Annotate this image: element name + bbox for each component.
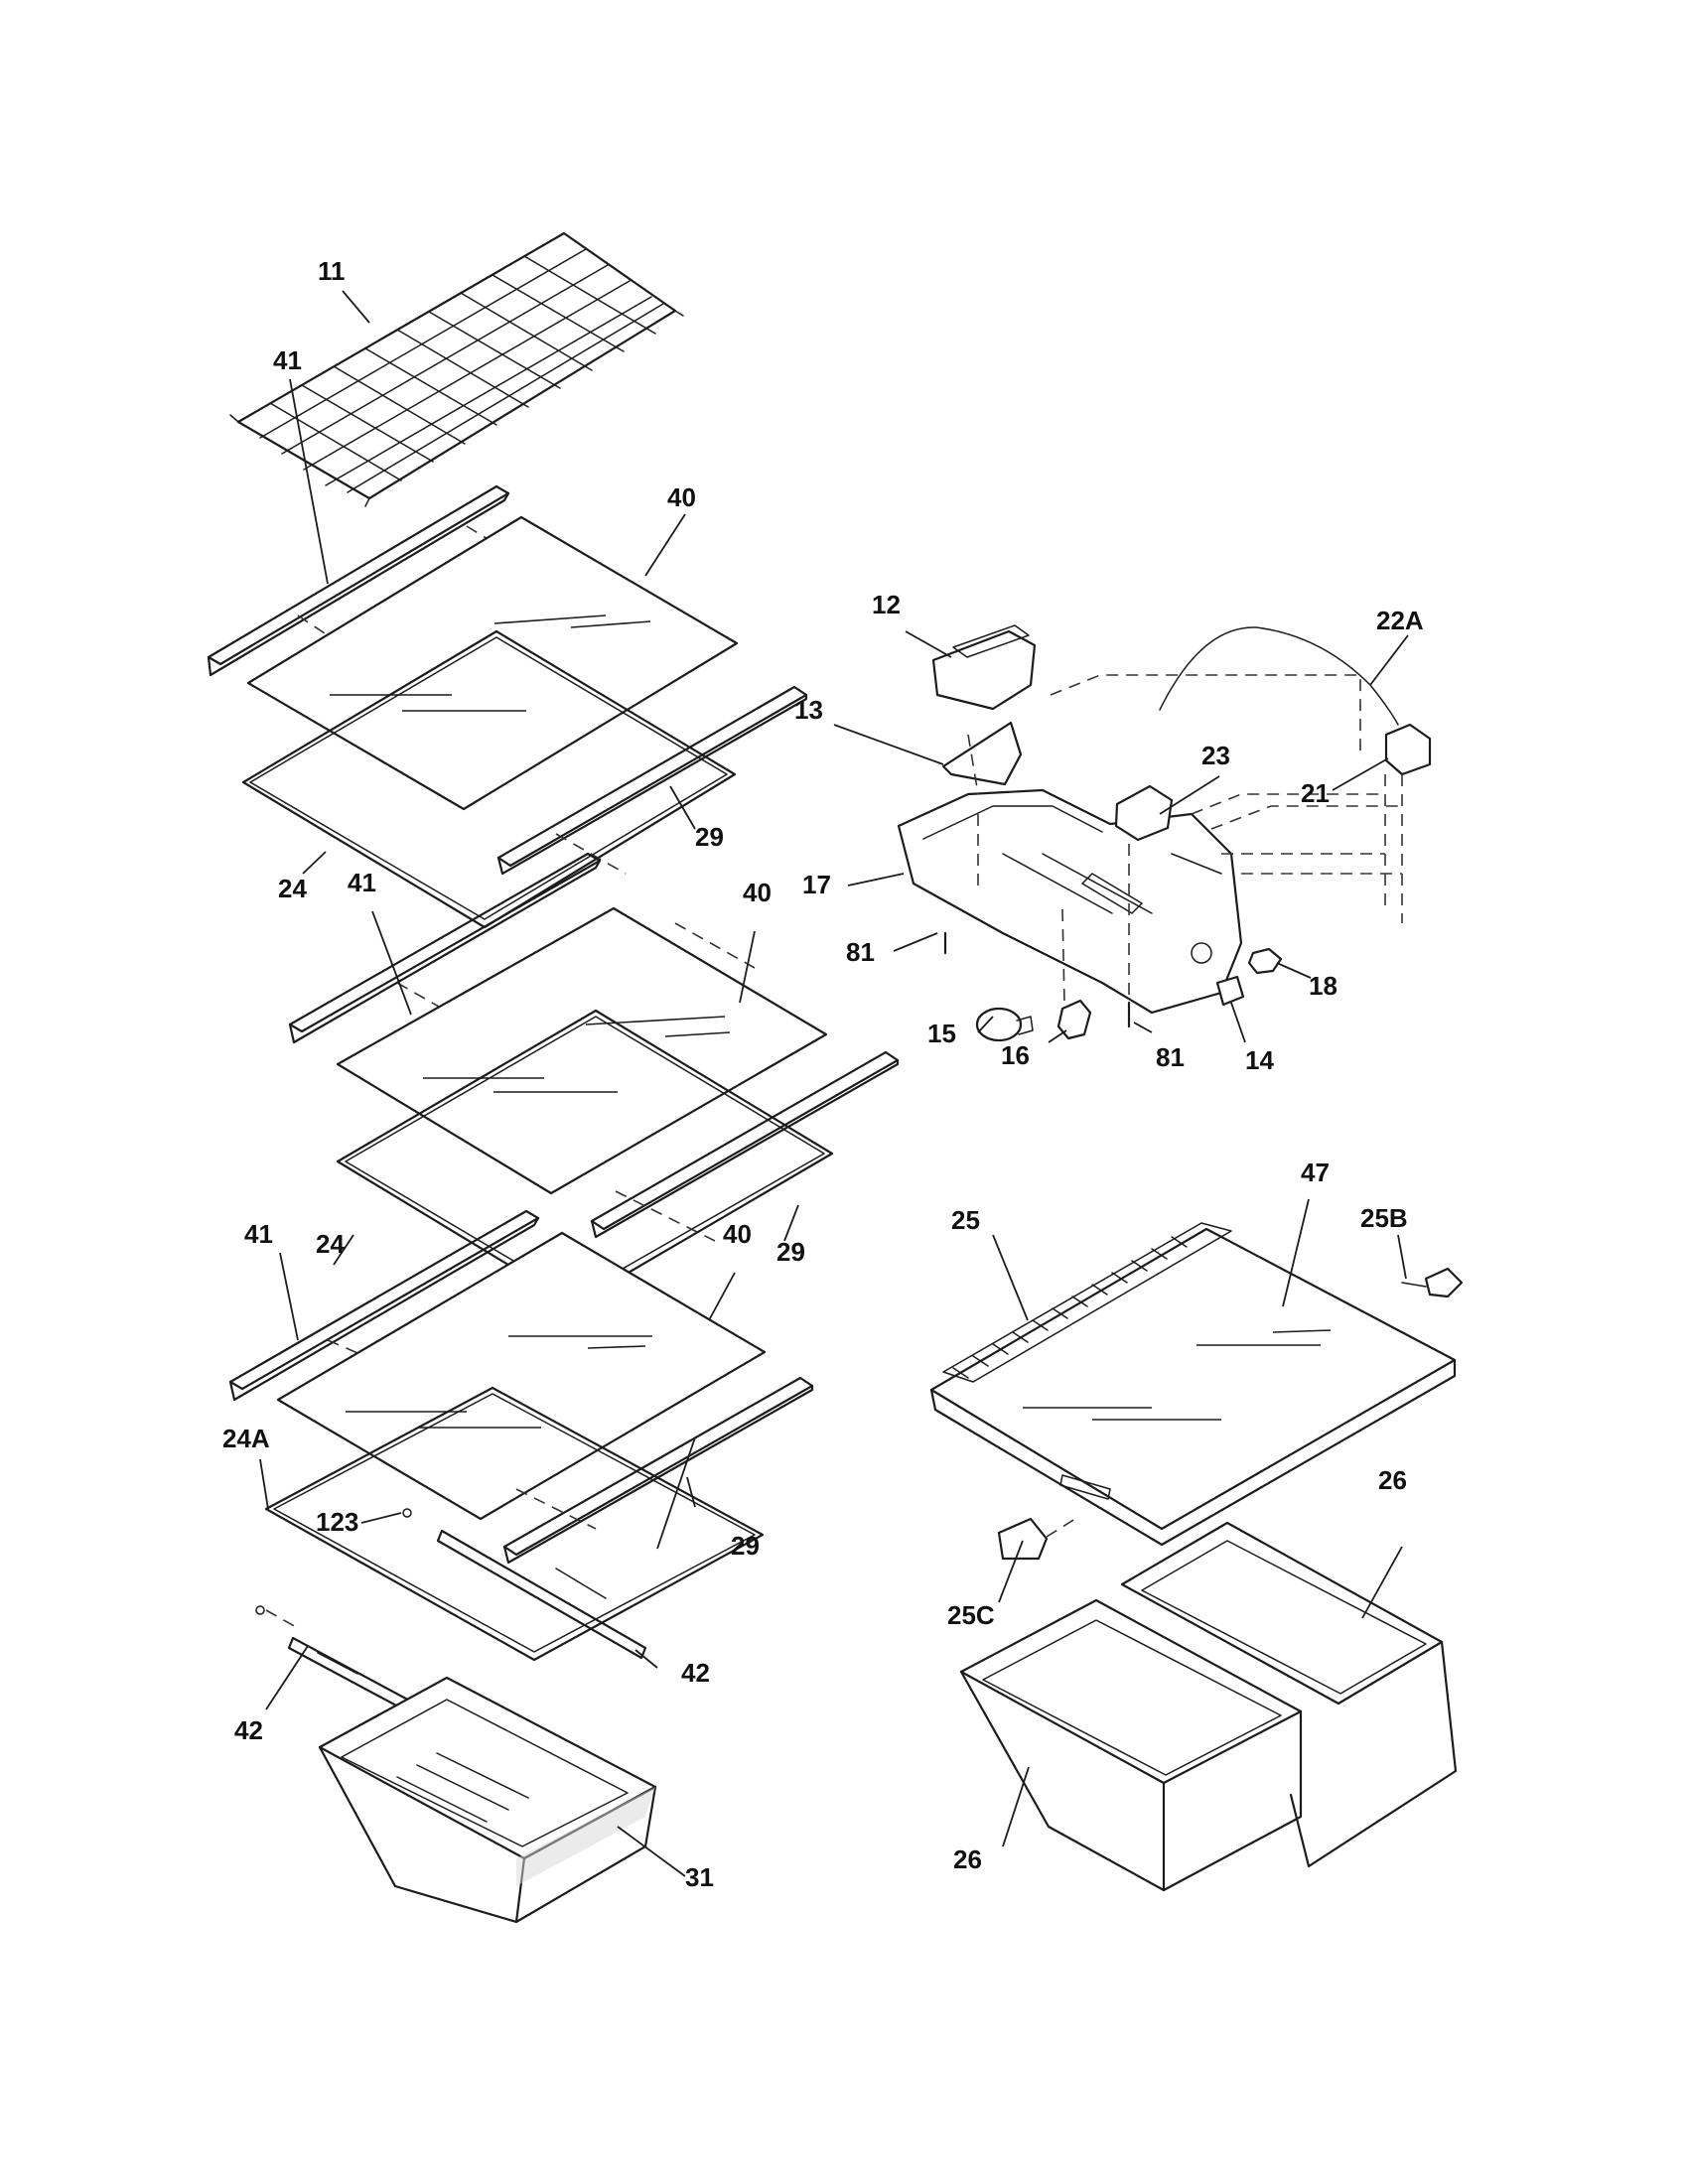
callout-label: 16 — [1001, 1040, 1030, 1070]
callout-label: 22A — [1376, 606, 1424, 635]
callout-label: 26 — [953, 1844, 982, 1874]
callout-label: 26 — [1378, 1465, 1407, 1495]
callout-labels: 11 41 40 12 22A 13 23 21 29 24 41 17 40 81 18 15 16 81 14 4… — [222, 256, 1424, 1892]
callout-label: 81 — [1156, 1042, 1185, 1072]
callout-label: 11 — [318, 256, 346, 286]
callout-label: 23 — [1201, 741, 1230, 770]
callout-label: 24A — [222, 1424, 270, 1453]
callout-label: 29 — [776, 1237, 805, 1267]
callout-label: 40 — [723, 1219, 752, 1249]
callout-label: 14 — [1245, 1045, 1274, 1075]
callout-label: 41 — [273, 345, 302, 375]
callout-label: 17 — [802, 870, 831, 899]
callout-label: 25 — [951, 1205, 980, 1235]
bottom-shelf-assembly — [228, 1209, 814, 1759]
callout-label: 24 — [278, 874, 307, 903]
callout-label: 25C — [947, 1600, 995, 1630]
light-housing-assembly — [897, 624, 1432, 1042]
callout-label: 25B — [1360, 1203, 1408, 1233]
middle-shelf-assembly — [288, 852, 900, 1306]
top-shelf-assembly — [207, 484, 808, 929]
callout-label: 42 — [234, 1715, 263, 1745]
callout-label: 21 — [1301, 778, 1330, 808]
callout-label: 47 — [1301, 1158, 1330, 1187]
callout-leaders — [259, 290, 1409, 1877]
crisper-pan-front — [959, 1598, 1303, 1892]
callout-label: 24 — [316, 1229, 345, 1259]
callout-label: 41 — [348, 868, 376, 897]
callout-label: 18 — [1309, 971, 1337, 1001]
callout-label: 31 — [685, 1862, 714, 1892]
callout-label: 41 — [244, 1219, 273, 1249]
callout-label: 42 — [681, 1658, 710, 1688]
callout-label: 12 — [872, 590, 901, 619]
lower-crisper-pan — [318, 1676, 657, 1924]
callout-label: 40 — [743, 878, 772, 907]
callout-label: 13 — [794, 695, 823, 725]
callout-label: 29 — [695, 822, 724, 852]
callout-label: 123 — [316, 1507, 358, 1537]
callout-label: 15 — [927, 1019, 956, 1048]
callout-label: 29 — [731, 1531, 760, 1561]
callout-label: 81 — [846, 937, 875, 967]
wire-shelf — [229, 231, 684, 507]
crisper-pan-back — [1120, 1521, 1458, 1868]
callout-label: 40 — [667, 482, 696, 512]
crisper-cover-assembly — [929, 1222, 1464, 1561]
